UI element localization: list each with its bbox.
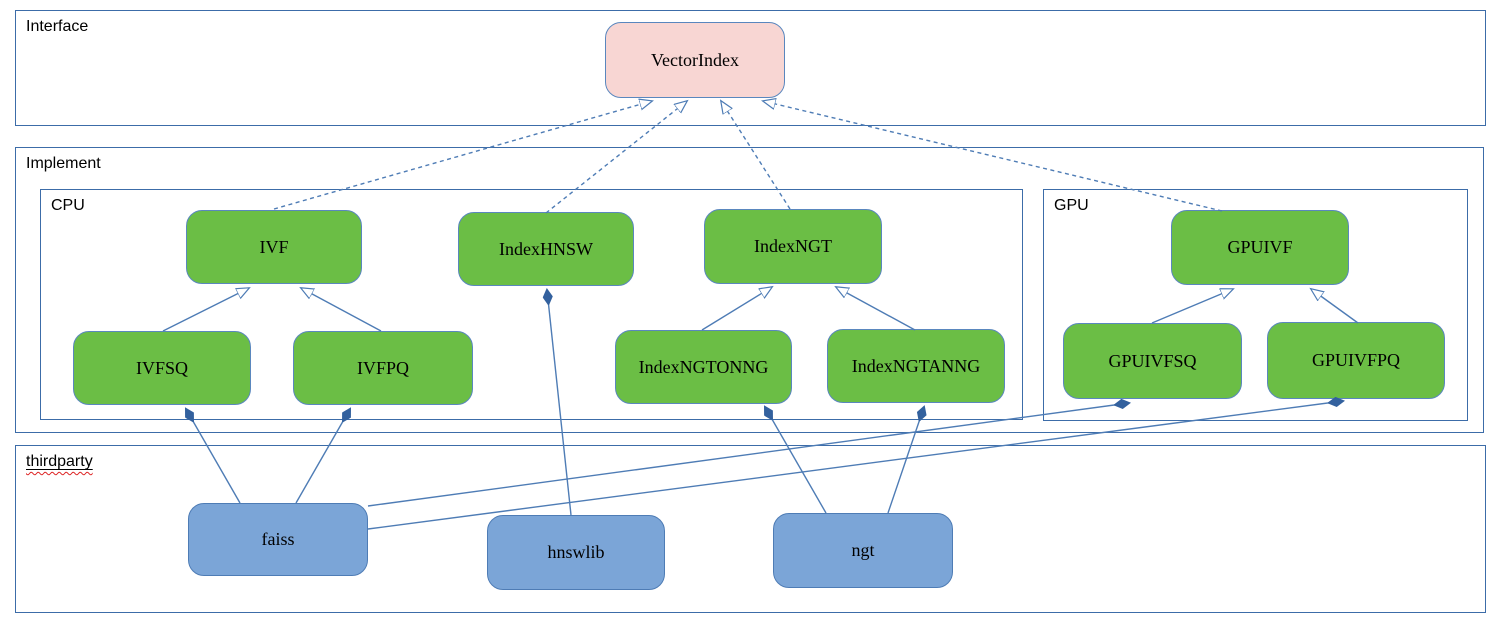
node-indexhnsw[interactable]: IndexHNSW	[458, 212, 634, 286]
node-gpuivf-label: GPUIVF	[1227, 237, 1293, 257]
node-indexngtonng[interactable]: IndexNGTONNG	[615, 330, 792, 404]
node-ngt-label: ngt	[851, 540, 875, 560]
node-indexhnsw-label: IndexHNSW	[499, 238, 593, 259]
node-ivf[interactable]: IVF	[186, 210, 362, 284]
node-gpuivf[interactable]: GPUIVF	[1171, 210, 1349, 285]
node-ivfsq[interactable]: IVFSQ	[73, 331, 251, 405]
container-thirdparty-label-text: thirdparty	[26, 453, 93, 470]
node-indexngtanng-label: IndexNGTANNG	[851, 355, 981, 376]
container-interface-label: Interface	[26, 18, 89, 35]
container-gpu-label: GPU	[1054, 197, 1089, 214]
container-thirdparty-label: thirdparty	[16, 446, 93, 471]
node-gpuivfsq-label: GPUIVFSQ	[1108, 350, 1197, 371]
node-hnswlib-label: hnswlib	[547, 542, 605, 562]
node-indexngtonng-label: IndexNGTONNG	[638, 356, 769, 377]
node-ivf-label: IVF	[259, 236, 289, 257]
node-gpuivfpq-label: GPUIVFPQ	[1311, 350, 1401, 370]
node-faiss[interactable]: faiss	[188, 503, 368, 576]
container-implement-label: Implement	[26, 155, 101, 172]
node-ivfpq[interactable]: IVFPQ	[293, 331, 473, 405]
node-vectorindex-label: VectorIndex	[651, 49, 739, 70]
node-vectorindex[interactable]: VectorIndex	[605, 22, 785, 98]
node-hnswlib[interactable]: hnswlib	[487, 515, 665, 590]
node-gpuivfpq[interactable]: GPUIVFPQ	[1267, 322, 1445, 399]
node-indexngt[interactable]: IndexNGT	[704, 209, 882, 284]
node-gpuivfsq[interactable]: GPUIVFSQ	[1063, 323, 1242, 399]
node-faiss-label: faiss	[261, 529, 295, 549]
node-indexngt-label: IndexNGT	[754, 236, 832, 256]
node-ivfpq-label: IVFPQ	[356, 357, 409, 378]
node-ngt[interactable]: ngt	[773, 513, 953, 588]
container-cpu-label: CPU	[51, 197, 85, 214]
node-indexngtanng[interactable]: IndexNGTANNG	[827, 329, 1005, 403]
node-ivfsq-label: IVFSQ	[135, 357, 188, 378]
